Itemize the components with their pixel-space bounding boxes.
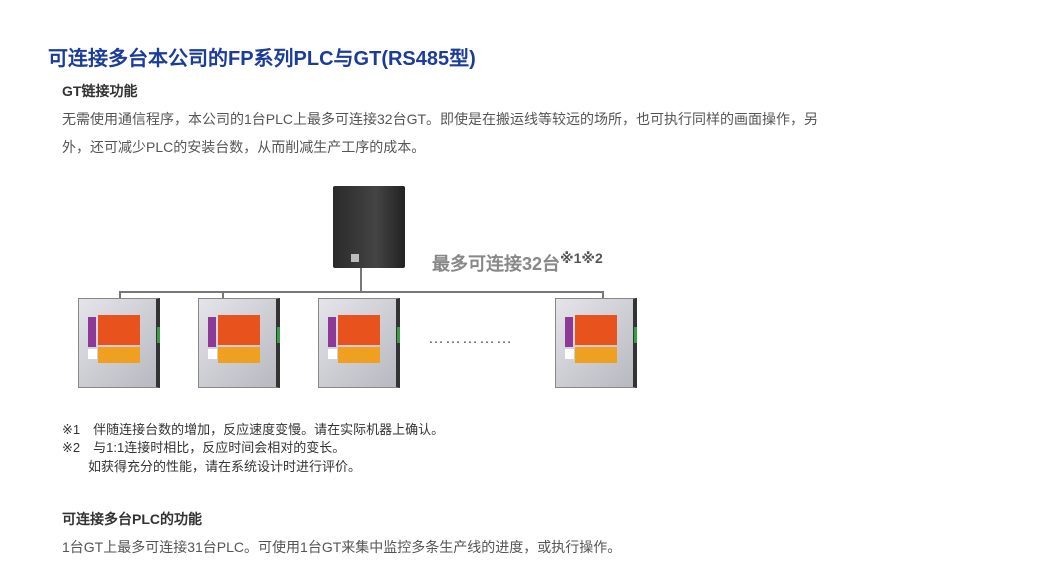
footnote: 如获得充分的性能，请在系统设计时进行评价。	[62, 459, 362, 474]
paragraph-line: 无需使用通信程序，本公司的1台PLC上最多可连接32台GT。即使是在搬运线等较远…	[62, 111, 819, 127]
bus-line	[119, 291, 604, 293]
bus-line	[360, 268, 362, 292]
paragraph-line: 1台GT上最多可连接31台PLC。可使用1台GT来集中监控多条生产线的进度，或执…	[62, 539, 622, 555]
footnote: ※2 与1:1连接时相比，反应时间会相对的变长。	[62, 440, 346, 455]
drop-line	[222, 291, 224, 301]
gt-screen-image	[318, 298, 400, 388]
max-connection-label: 最多可连接32台※1※2	[432, 250, 603, 276]
section-heading-gt-link: GT链接功能	[62, 83, 138, 99]
drop-line	[602, 291, 604, 301]
footnote: ※1 伴随连接台数的增加，反应速度变慢。请在实际机器上确认。	[62, 422, 445, 437]
drop-line	[119, 291, 121, 301]
ellipsis: ……………	[428, 330, 513, 347]
plc-unit-image	[333, 186, 405, 268]
gt-screen-image	[198, 298, 280, 388]
max-connection-text: 最多可连接32台	[432, 254, 561, 274]
gt-screen-image	[78, 298, 160, 388]
section-heading-multi-plc: 可连接多台PLC的功能	[62, 511, 202, 527]
paragraph-line: 外，还可减少PLC的安装台数，从而削减生产工序的成本。	[62, 139, 426, 155]
page-title: 可连接多台本公司的FP系列PLC与GT(RS485型)	[48, 48, 476, 70]
footnote-marks: ※1※2	[560, 250, 603, 266]
gt-screen-image	[555, 298, 637, 388]
